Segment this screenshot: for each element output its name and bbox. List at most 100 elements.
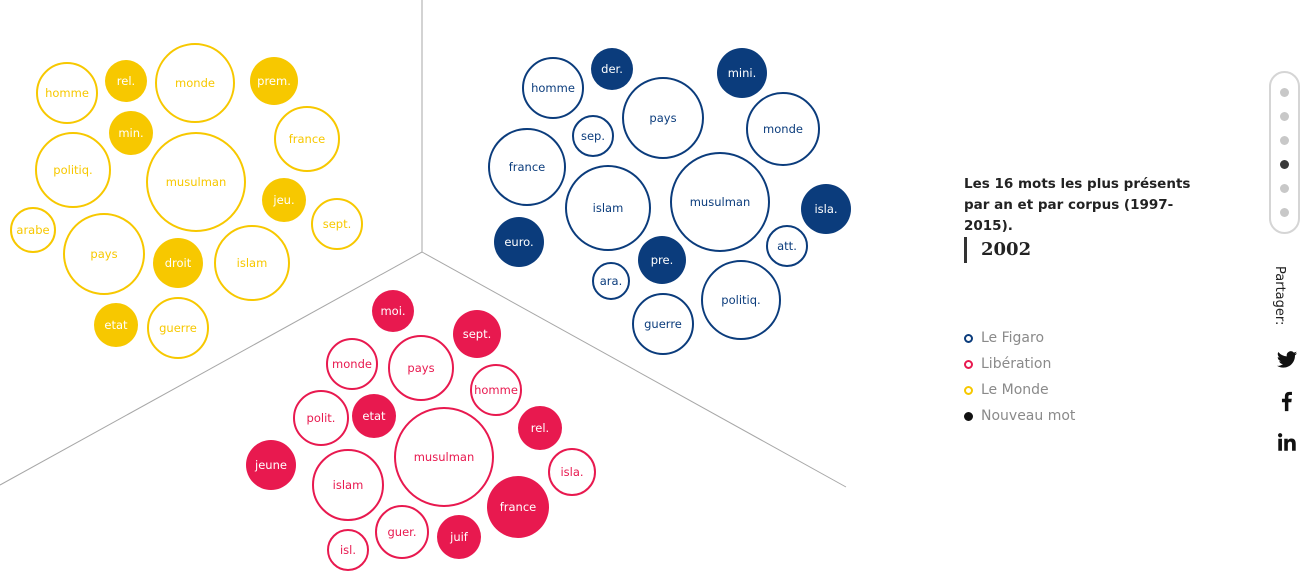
bubble-liberation[interactable] xyxy=(326,338,378,390)
bubble-liberation[interactable] xyxy=(437,515,481,559)
bubble-figaro[interactable] xyxy=(717,48,767,98)
facebook-icon[interactable] xyxy=(1276,390,1298,412)
bubble-label: homme xyxy=(474,383,518,397)
legend-label-figaro: Le Figaro xyxy=(981,330,1045,346)
legend-swatch-new-word xyxy=(964,411,973,421)
bubble-liberation[interactable] xyxy=(453,310,501,358)
bubble-label: juif xyxy=(449,530,469,544)
bubble-label: france xyxy=(509,160,546,174)
bubble-figaro[interactable] xyxy=(488,128,566,206)
bubble-label: musulman xyxy=(414,450,475,464)
bubble-figaro[interactable] xyxy=(632,293,694,355)
bubble-monde[interactable] xyxy=(153,238,203,288)
bubble-liberation[interactable] xyxy=(372,290,414,332)
bubble-label: france xyxy=(500,500,537,514)
bubble-figaro[interactable] xyxy=(638,236,686,284)
bubble-figaro[interactable] xyxy=(522,57,584,119)
bubble-label: att. xyxy=(777,239,797,253)
divider-lines xyxy=(0,0,847,488)
bubble-label: droit xyxy=(165,256,192,270)
legend-item-figaro[interactable]: Le Figaro xyxy=(964,325,1075,351)
bubble-monde[interactable] xyxy=(36,62,98,124)
bubble-label: polit. xyxy=(307,411,336,425)
bubble-liberation[interactable] xyxy=(246,440,296,490)
pager-dot[interactable] xyxy=(1280,112,1289,121)
bubble-liberation[interactable] xyxy=(518,406,562,450)
bubble-monde[interactable] xyxy=(274,106,340,172)
bubble-label: monde xyxy=(332,357,372,371)
legend-item-liberation[interactable]: Libération xyxy=(964,351,1075,377)
bubble-label: politiq. xyxy=(53,163,92,177)
pager-dot[interactable] xyxy=(1280,184,1289,193)
bubble-label: isla. xyxy=(560,465,583,479)
legend-label-monde: Le Monde xyxy=(981,382,1049,398)
bubble-figaro[interactable] xyxy=(622,77,704,159)
legend-swatch-monde xyxy=(964,385,973,395)
bubble-monde[interactable] xyxy=(109,111,153,155)
bubble-figaro[interactable] xyxy=(591,48,633,90)
bubble-label: musulman xyxy=(166,175,227,189)
bubble-figaro[interactable] xyxy=(592,262,630,300)
bubble-label: monde xyxy=(763,122,803,136)
bubble-label: etat xyxy=(362,409,386,423)
bubble-liberation[interactable] xyxy=(293,390,349,446)
pager-dot[interactable] xyxy=(1280,160,1289,169)
bubble-figaro[interactable] xyxy=(572,115,614,157)
bubble-label: etat xyxy=(104,318,128,332)
bubble-label: islam xyxy=(593,201,624,215)
bubble-liberation[interactable] xyxy=(548,448,596,496)
bubble-label: isl. xyxy=(340,543,356,557)
bubble-figaro[interactable] xyxy=(701,260,781,340)
legend-swatch-liberation xyxy=(964,359,973,369)
pager-dot[interactable] xyxy=(1280,208,1289,217)
bubble-monde[interactable] xyxy=(155,43,235,123)
bubble-label: moi. xyxy=(380,304,405,318)
bubble-monde[interactable] xyxy=(63,213,145,295)
bubble-label: der. xyxy=(601,62,623,76)
bubble-liberation[interactable] xyxy=(352,394,396,438)
share-label: Partager: xyxy=(1272,266,1287,326)
bubble-monde[interactable] xyxy=(147,297,209,359)
bubble-figaro[interactable] xyxy=(766,225,808,267)
pager-dot[interactable] xyxy=(1280,88,1289,97)
bubble-monde[interactable] xyxy=(262,178,306,222)
legend-item-monde[interactable]: Le Monde xyxy=(964,377,1075,403)
pager-dot[interactable] xyxy=(1280,136,1289,145)
twitter-icon[interactable] xyxy=(1276,349,1298,371)
bubble-monde[interactable] xyxy=(214,225,290,301)
bubble-figaro[interactable] xyxy=(670,152,770,252)
bubble-liberation[interactable] xyxy=(312,449,384,521)
bubble-monde[interactable] xyxy=(250,57,298,105)
bubble-figaro[interactable] xyxy=(494,217,544,267)
linkedin-icon[interactable] xyxy=(1276,431,1298,453)
bubble-liberation[interactable] xyxy=(327,529,369,571)
bubble-monde[interactable] xyxy=(10,207,56,253)
bubble-label: jeune xyxy=(254,458,287,472)
bubble-figaro[interactable] xyxy=(801,184,851,234)
legend: Le Figaro Libération Le Monde Nouveau mo… xyxy=(964,325,1075,429)
bubble-label: islam xyxy=(237,256,268,270)
bubble-monde[interactable] xyxy=(105,60,147,102)
bubble-monde[interactable] xyxy=(311,198,363,250)
legend-label-new-word: Nouveau mot xyxy=(981,408,1076,424)
bubble-liberation[interactable] xyxy=(394,407,494,507)
bubble-liberation[interactable] xyxy=(470,364,522,416)
bubble-monde[interactable] xyxy=(94,303,138,347)
bubble-liberation[interactable] xyxy=(388,335,454,401)
bubble-liberation[interactable] xyxy=(487,476,549,538)
bubble-label: politiq. xyxy=(721,293,760,307)
bubble-label: pre. xyxy=(651,253,674,267)
bubble-label: homme xyxy=(531,81,575,95)
bubble-label: isla. xyxy=(814,202,837,216)
bubble-monde[interactable] xyxy=(35,132,111,208)
bubble-figaro[interactable] xyxy=(565,165,651,251)
chart-caption: Les 16 mots les plus présents par an et … xyxy=(964,176,1191,234)
bubble-liberation[interactable] xyxy=(375,505,429,559)
bubble-figaro[interactable] xyxy=(746,92,820,166)
bubble-monde[interactable] xyxy=(146,132,246,232)
bubble-label: rel. xyxy=(531,421,549,435)
legend-item-new-word[interactable]: Nouveau mot xyxy=(964,403,1075,429)
year-label: 2002 xyxy=(964,237,1031,263)
bubble-label: guerre xyxy=(644,317,682,331)
